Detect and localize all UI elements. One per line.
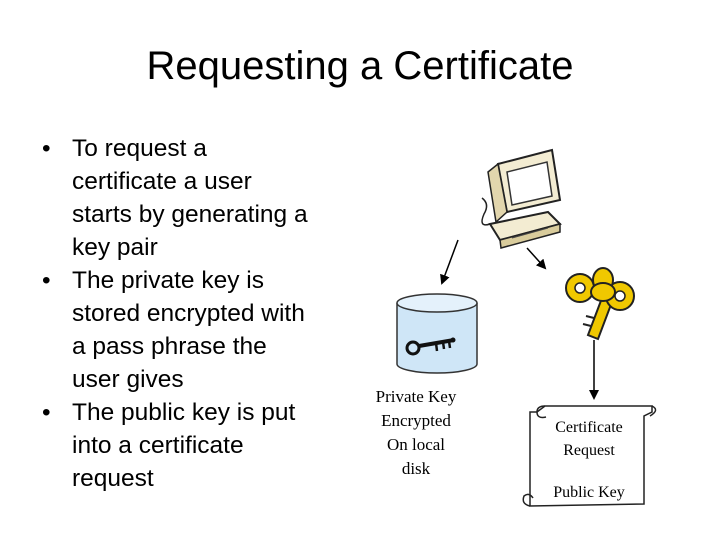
bullet-dot: • [42,399,51,426]
bullet-line: The private key is [72,267,264,294]
bullet-line: into a certificate [72,432,244,459]
bullet-line: key pair [72,234,158,261]
bullet-line: The public key is put [72,399,296,426]
bullet-dot: • [42,135,51,162]
computer-icon [481,148,562,249]
bullet-line: a pass phrase the [72,333,267,360]
small-key-icon [405,337,456,356]
bullet-line: starts by generating a [72,201,308,228]
disk-label-line: Encrypted [381,411,451,430]
bullet-dot: • [42,267,51,294]
slide-title: Requesting a Certificate [146,44,574,88]
scroll-title-line: Certificate [555,419,623,436]
bullet-line: To request a [72,135,207,162]
bullet-item: • The private key is stored encrypted wi… [36,264,356,396]
scroll-title-line: Request [563,442,615,459]
bullet-line: certificate a user [72,168,252,195]
bullet-list: • To request a certificate a user starts… [36,132,356,495]
scroll-icon: Certificate Request Public Key [522,405,657,507]
disk-label-line: disk [402,459,431,478]
arrow-to-disk [440,239,459,285]
arrow-to-key [526,247,547,270]
disk-label: Private Key Encrypted On local disk [376,387,457,478]
bullet-line: user gives [72,366,184,393]
bullet-line: request [72,465,154,492]
key-icon [565,267,635,341]
disk-label-line: On local [387,435,445,454]
bullet-item: • To request a certificate a user starts… [36,132,356,264]
bullet-item: • The public key is put into a certifica… [36,396,356,495]
disk-icon [396,293,478,374]
scroll-body: Public Key [553,484,625,501]
bullet-line: stored encrypted with [72,300,305,327]
disk-label-line: Private Key [376,387,457,406]
